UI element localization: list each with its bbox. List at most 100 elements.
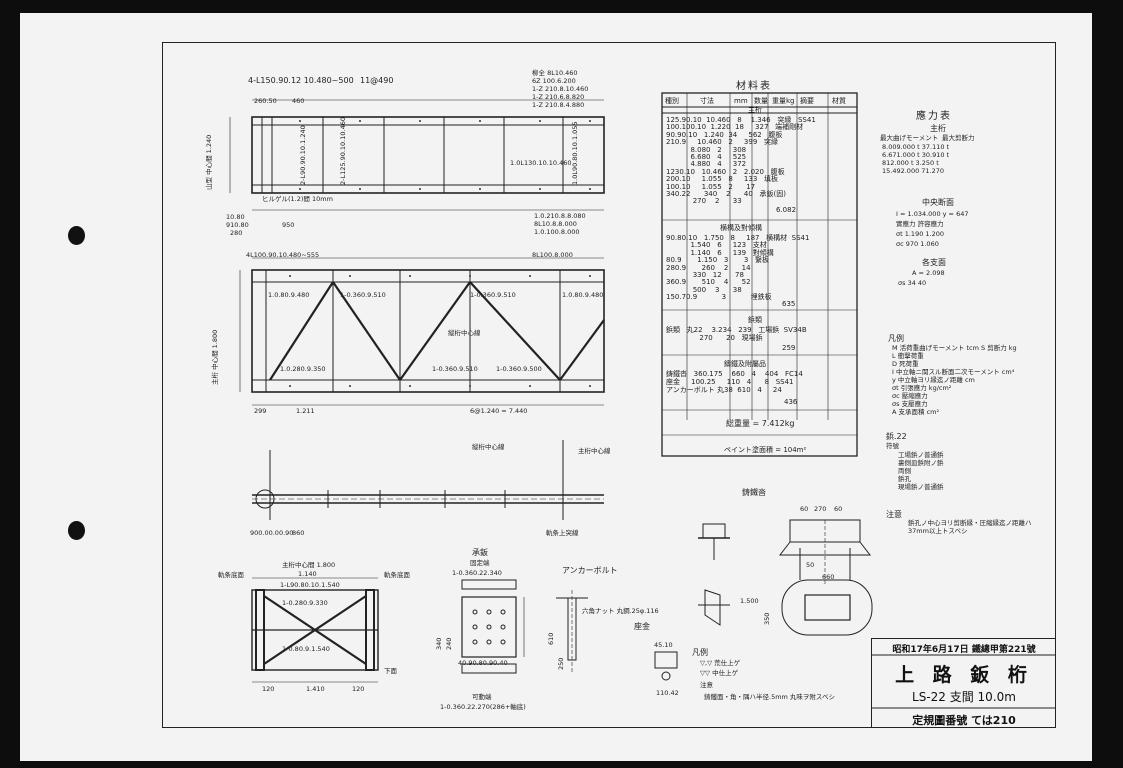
plan-dim-2: 860 xyxy=(292,529,305,537)
material-subtotal-lateral: 635 xyxy=(782,300,796,308)
rivet-legend-title: 鋲.22 xyxy=(886,432,907,441)
material-header-material: 材質 xyxy=(832,97,846,105)
shoe-title: 承鈑 xyxy=(472,548,488,557)
material-row: 100.10 1.055 2 17 xyxy=(666,182,756,191)
material-section-main: 主桁 xyxy=(748,106,762,114)
plan-right-label: 主桁中心線 xyxy=(578,447,611,455)
material-header-mm: mm xyxy=(734,97,748,105)
shoe-fixed-note: 1-0.360.22.340 xyxy=(452,569,502,577)
material-row: 1.140 6 139 對傾構 xyxy=(666,248,774,257)
material-row: 210.9 10.460 2 399 突縁 xyxy=(666,138,778,147)
shoe-movable-note: 1-0.360.22.270(286+軸底) xyxy=(440,703,526,711)
elev-top-dim-4: 10.80 xyxy=(226,213,245,221)
shoe-movable-label: 可動端 xyxy=(472,693,492,701)
material-header-size: 寸法 xyxy=(700,97,714,105)
elev-mid-note-top: 4L100.90.10.480~555 xyxy=(246,251,320,259)
material-row: アンカーボルト 丸38 610 4 24 xyxy=(666,386,782,394)
elev-mid-note-top-right: 8L100.8.000 xyxy=(532,251,573,259)
legend-symbol-item: L 衝撃荷重 xyxy=(892,352,924,360)
stress-support-row-2: σs 34 40 xyxy=(898,279,927,287)
elev-mid-member-3: 1-0.360.9.510 xyxy=(470,291,516,299)
legend-symbol-item: y 中立軸ヨリ縁迄ノ距離 cm xyxy=(892,376,975,384)
elev-mid-member-4: 1.0.80.9.480 xyxy=(562,291,604,299)
drawing-sheet xyxy=(20,13,1092,761)
material-row: 340.22 340 2 40 承鈑(固) xyxy=(666,190,786,198)
stress-subtitle: 主桁 xyxy=(930,124,946,133)
material-paint: ペイント塗面積 = 104m² xyxy=(724,446,807,454)
legend-holes-item-1: ▽,▽ 荒仕上ゲ xyxy=(700,659,741,667)
elev-top-right-note-2: 6Z 100.6.200 xyxy=(532,77,576,85)
stress-row-2: 6.671.000 t 30.910 t xyxy=(882,151,950,159)
material-row: 6.680 4 525 xyxy=(666,153,747,161)
anchor-note: 六角ナット 丸鋼.25φ.116 xyxy=(582,607,659,615)
elev-mid-dim-2: 1.211 xyxy=(296,407,315,415)
elev-mid-member-2: 1-0.360.9.510 xyxy=(340,291,386,299)
anchor-dim-3: 45.10 xyxy=(654,641,673,649)
legend-symbol-item: I 中立軸ニ関スル断面二次モーメント cm⁴ xyxy=(892,368,1015,376)
material-section-lateral: 横構及對傾構 xyxy=(720,224,762,232)
elev-mid-member-6: 1-0.360.9.510 xyxy=(432,365,478,373)
elev-mid-member-5: 1.0.280.9.350 xyxy=(280,365,326,373)
stress-row-4: 15.492.000 71.270 xyxy=(882,167,945,175)
rivet-legend-item: 裏側皿鋲附ノ鋲 xyxy=(898,459,944,467)
legend-holes-note-title: 注意 xyxy=(700,681,713,689)
anchor-seat-label: 座金 xyxy=(634,622,650,631)
elev-top-left-label: 山型 中心間 1.240 xyxy=(205,134,213,190)
elev-mid-member-7: 1-0.360.9.500 xyxy=(496,365,542,373)
section-member-1: 1-L90.80.10.1.540 xyxy=(280,581,340,589)
material-row: 270 20 現場鋲 xyxy=(666,334,763,342)
shoe-dim-3: 40.90.80.90.40 xyxy=(458,659,508,667)
material-header-weight: 重量kg xyxy=(772,97,795,105)
shoe-dim-1: 340 xyxy=(435,637,443,650)
legend-symbol-item: σc 壓縮應力 xyxy=(892,392,928,400)
elev-mid-member-1: 1.0.80.9.480 xyxy=(268,291,310,299)
elev-top-plate-note-2: 8L10.8.8.000 xyxy=(534,220,577,228)
section-member-2: 1-0.280.9.330 xyxy=(282,599,328,607)
casting-dim-7: 350 xyxy=(763,612,771,625)
material-row: 360.9 510 4 52 xyxy=(666,278,751,287)
casting-dim-5: 660 xyxy=(822,573,835,581)
stress-center-title: 中央断面 xyxy=(922,198,954,207)
elev-top-member-1: 2-L125.90.10.10.460 xyxy=(339,117,347,185)
section-member-3: 1-0.80.9.1.540 xyxy=(282,645,330,653)
stress-title: 應力表 xyxy=(916,111,952,122)
legend-symbol-item: M 活荷重曲げモーメント tcm S 剪断力 kg xyxy=(892,344,1017,352)
legend-holes-note: 鋳鐵面・角・隅ハ半径.5mm 丸味ヲ附スベシ xyxy=(704,693,835,701)
casting-dim-6: 1.500 xyxy=(740,597,759,605)
material-header-remark: 摘要 xyxy=(800,97,814,105)
section-sub-label: 1.140 xyxy=(298,570,317,578)
binder-hole-top xyxy=(68,226,85,245)
section-bottom-label: 下面 xyxy=(384,667,397,675)
plan-dim-1: 900.00.00.90 xyxy=(250,529,294,537)
elev-top-plate-note-3: 1.0.100.8.000 xyxy=(534,228,580,236)
stress-center-row-1: I = 1.034.000 y = 647 xyxy=(896,210,969,218)
elev-top-dim-3: 950 xyxy=(282,221,295,229)
stress-header-moment: 最大曲げモーメント xyxy=(880,134,939,142)
legend-symbol-item: σs 支壓應力 xyxy=(892,400,928,408)
anchor-dim-4: 110.42 xyxy=(656,689,679,697)
legend-symbols-title: 凡例 xyxy=(888,334,904,343)
elev-mid-dim-3: 6@1.240 = 7.440 xyxy=(470,407,528,415)
elev-mid-left-label: 主桁 中心間 1.800 xyxy=(211,329,219,385)
elev-top-member-3: 1.0L130.10.10.460 xyxy=(510,159,572,167)
elev-top-note-1: 4-L150.90.12 10.480~500 xyxy=(248,76,354,85)
section-dim-3: 120 xyxy=(352,685,365,693)
binder-hole-bottom xyxy=(68,521,85,540)
section-right-label: 軌条底面 xyxy=(384,571,410,579)
anchor-dim-2: 250 xyxy=(557,657,565,670)
material-subtotal-rivet: 259 xyxy=(782,344,796,352)
material-row: 鋳鐵沓 360.175 660 4 404 FC14 xyxy=(666,370,803,378)
material-section-casting: 鑄鐵及附屬品 xyxy=(724,360,766,368)
elev-top-right-note-3: 1-Z 210.8.10.460 xyxy=(532,85,589,93)
casting-dim-4: 50 xyxy=(806,561,815,569)
material-row: 80.9 1.150 3 3 繋板 xyxy=(666,256,770,265)
plan-center-label: 縦桁中心線 xyxy=(472,443,505,451)
material-subtotal-casting: 436 xyxy=(784,398,798,406)
legend-holes-item-2: ▽▽ 中仕上ゲ xyxy=(700,669,739,677)
elev-top-dim-2: 460 xyxy=(292,97,305,105)
elev-top-dim-6: 280 xyxy=(230,229,243,237)
material-table-title: 材料表 xyxy=(736,81,772,92)
elev-top-plate-note-1: 1.0.210.8.8.080 xyxy=(534,212,586,220)
material-row: 280.9 260 2 14 xyxy=(666,263,751,272)
rivet-legend-item: 鋲孔 xyxy=(898,475,911,483)
